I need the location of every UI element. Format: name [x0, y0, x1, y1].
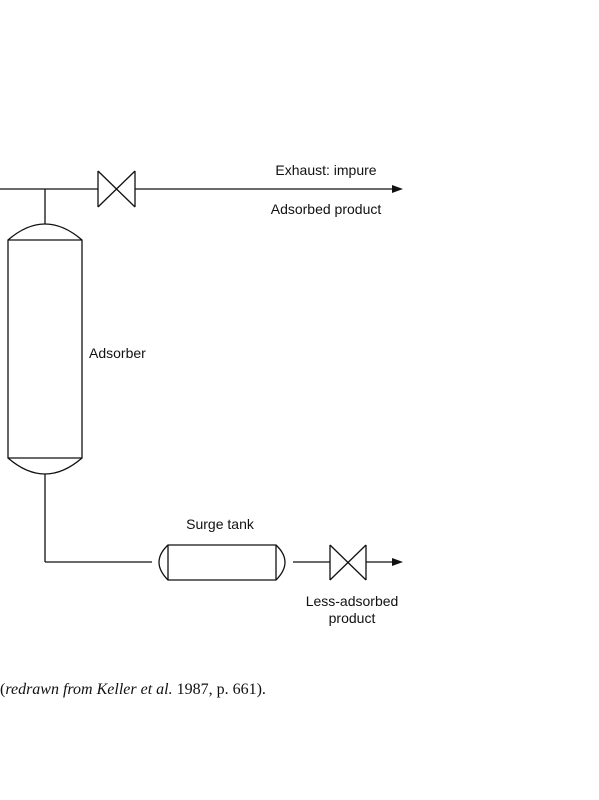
adsorbed-product-label: Adsorbed product	[271, 201, 382, 217]
surge-tank-label: Surge tank	[186, 516, 255, 532]
less-adsorbed-label-line2: product	[329, 610, 376, 626]
caption-italic: redrawn from Keller et al.	[5, 681, 173, 698]
figure-caption: (redrawn from Keller et al. 1987, p. 661…	[0, 681, 266, 699]
surge-tank-vessel	[158, 544, 286, 581]
adsorber-label: Adsorber	[89, 345, 146, 361]
exhaust-label: Exhaust: impure	[275, 162, 376, 178]
product-arrowhead	[392, 558, 403, 566]
less-adsorbed-label-line1: Less-adsorbed	[306, 593, 399, 609]
adsorber-vessel	[7, 223, 83, 475]
product-valve	[329, 544, 367, 581]
caption-suffix: 1987, p. 661).	[172, 681, 266, 698]
exhaust-valve	[97, 170, 136, 208]
exhaust-arrowhead	[392, 185, 403, 193]
caption-prefix: (	[0, 681, 6, 698]
